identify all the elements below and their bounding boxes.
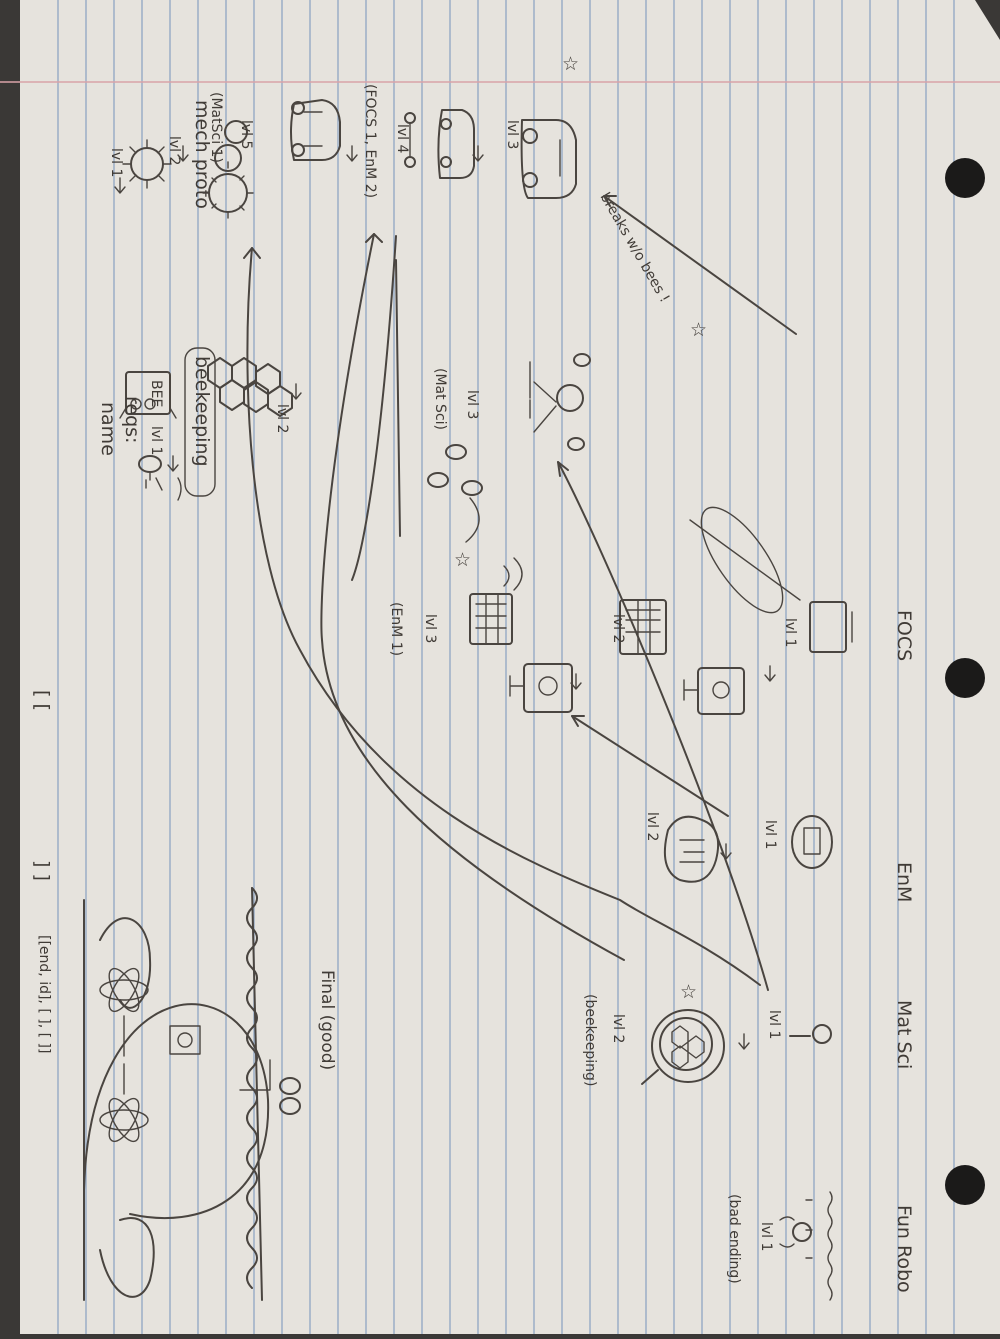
wavy-ground-line: [246, 887, 258, 1289]
robo-lvl1-note: (bad ending): [726, 1194, 742, 1284]
gear-icon: [122, 139, 172, 189]
honeycomb-icon: [207, 357, 293, 417]
binder-hole-bottom: [945, 1165, 985, 1205]
computer-icon: [683, 667, 745, 715]
binder-hole-top: [945, 158, 985, 198]
gears-icon: [202, 120, 254, 219]
atom-flower-icon: [99, 1063, 149, 1143]
car-icon: [290, 99, 341, 161]
column-header-mech-proto: mech proto: [191, 100, 213, 209]
laptop-icon: [809, 601, 853, 653]
brackets-close: ] ]: [31, 860, 53, 881]
bee-lvl3-label: lvl 3: [464, 390, 480, 419]
binder-hole-middle: [945, 658, 985, 698]
hill-dome: [83, 1003, 270, 1219]
mech-lvl5-requirements: (MatSci 1): [208, 92, 224, 163]
column-header-enm: EnM: [893, 862, 915, 902]
focs-lvl3-requirements: (EnM 1): [388, 602, 404, 656]
bee-lvl2-label: lvl 2: [274, 404, 290, 433]
crossed-out-oval: [700, 506, 784, 614]
vine-swirl: [99, 1217, 155, 1298]
star-icon: ☆: [690, 319, 707, 341]
matsci-lvl2-label: lvl 2: [610, 1014, 626, 1043]
robot-car-icon: [404, 109, 475, 179]
column-header-matsci: Mat Sci: [893, 1000, 915, 1069]
matsci-lvl2-requirements: (beekeeping): [582, 994, 598, 1086]
arrow-enm-to-focs2: [571, 715, 729, 817]
arrow-down-icon: [346, 145, 358, 162]
mech-lvl4-label: lvl 4: [394, 124, 410, 154]
final-good-label: Final (good): [317, 970, 337, 1070]
arrow-down-icon: [114, 177, 126, 194]
arrow-enm2-to-mech4: [320, 233, 625, 961]
arrow-matsci2-to-bee3: [557, 461, 769, 991]
reqs-title: reqs:: [121, 396, 143, 443]
star-icon: ☆: [562, 53, 579, 75]
vine-swirl: [99, 917, 152, 1009]
machine-bubble-icon: [664, 815, 720, 883]
focs-lvl1-label: lvl 1: [782, 618, 798, 647]
bee-lvl3-requirements: (Mat Sci): [432, 368, 448, 430]
arrow-matsci1-to-mech5: [246, 247, 761, 986]
final-scene-frame: [83, 887, 271, 1301]
arrow-down-icon: [167, 455, 179, 472]
arrow-focs3-to-mech4: [395, 259, 401, 537]
atom-flower-icon: [99, 967, 149, 1057]
bee-sign-icon: BEE: [119, 371, 177, 419]
bottom-code: [[end, id], [ ], [ ]]: [36, 935, 52, 1053]
wifi-laptop-icon: [469, 557, 523, 645]
bee-icon: [138, 455, 163, 491]
enm-lvl2-label: lvl 2: [644, 812, 660, 841]
robo-lvl1-label: lvl 1: [758, 1222, 774, 1251]
star-icon: ☆: [680, 981, 697, 1003]
reqs-value: name: [97, 402, 119, 456]
computer-icon: [509, 663, 573, 713]
matsci-lvl1-label: lvl 1: [766, 1010, 782, 1039]
brackets-open: [ [: [31, 690, 53, 711]
wave-robot-icon: [779, 1191, 833, 1301]
focs-lvl2-label: lvl 2: [610, 614, 626, 643]
paper-sheet: [20, 0, 1000, 1334]
prerequisite-arrows: [243, 195, 801, 991]
bee-icon: [279, 1077, 301, 1115]
mech-lvl4-requirements: (FOCS 1, EnM 2): [362, 84, 378, 198]
arrow-down-icon: [764, 665, 776, 682]
mech-lvl5-label: lvl 5: [238, 120, 254, 149]
computer-screen-icon: [169, 1025, 201, 1055]
arrow-down-icon: [738, 1033, 750, 1050]
column-header-focs: FOCS: [893, 610, 915, 661]
circuit-bubble-icon: [791, 815, 833, 869]
arrow-bee1-to-mech3: [603, 195, 797, 335]
enm-lvl1-label: lvl 1: [762, 820, 778, 849]
bee-swarm-icon: [427, 444, 483, 543]
bee-lvl1-label: lvl 1: [148, 426, 164, 455]
mech-lvl2-label: lvl 2: [166, 136, 182, 165]
bee-trail-line: [177, 477, 182, 501]
column-header-beekeeping: beekeeping: [191, 356, 213, 467]
laptop-icon: [619, 599, 667, 655]
arrow-down-icon: [177, 145, 189, 162]
car-icon: [520, 119, 577, 199]
column-header-fun-robo: Fun Robo: [893, 1205, 915, 1293]
focs-lvl3-label: lvl 3: [422, 614, 438, 643]
beekeeper-figure-icon: [529, 353, 591, 451]
beekeeping-circle: [184, 347, 216, 497]
bee-sign-text: BEE: [148, 380, 164, 407]
magnifier-icon: [789, 1024, 832, 1044]
star-icon: ☆: [454, 549, 471, 571]
magnified-honeycomb-icon: [641, 1009, 725, 1085]
mech-lvl3-label: lvl 3: [504, 120, 520, 149]
arrow-down-icon: [290, 383, 302, 400]
arrow-focs1-to-mech4: [351, 235, 397, 581]
mech-lvl1-label: lvl 1: [108, 148, 124, 177]
